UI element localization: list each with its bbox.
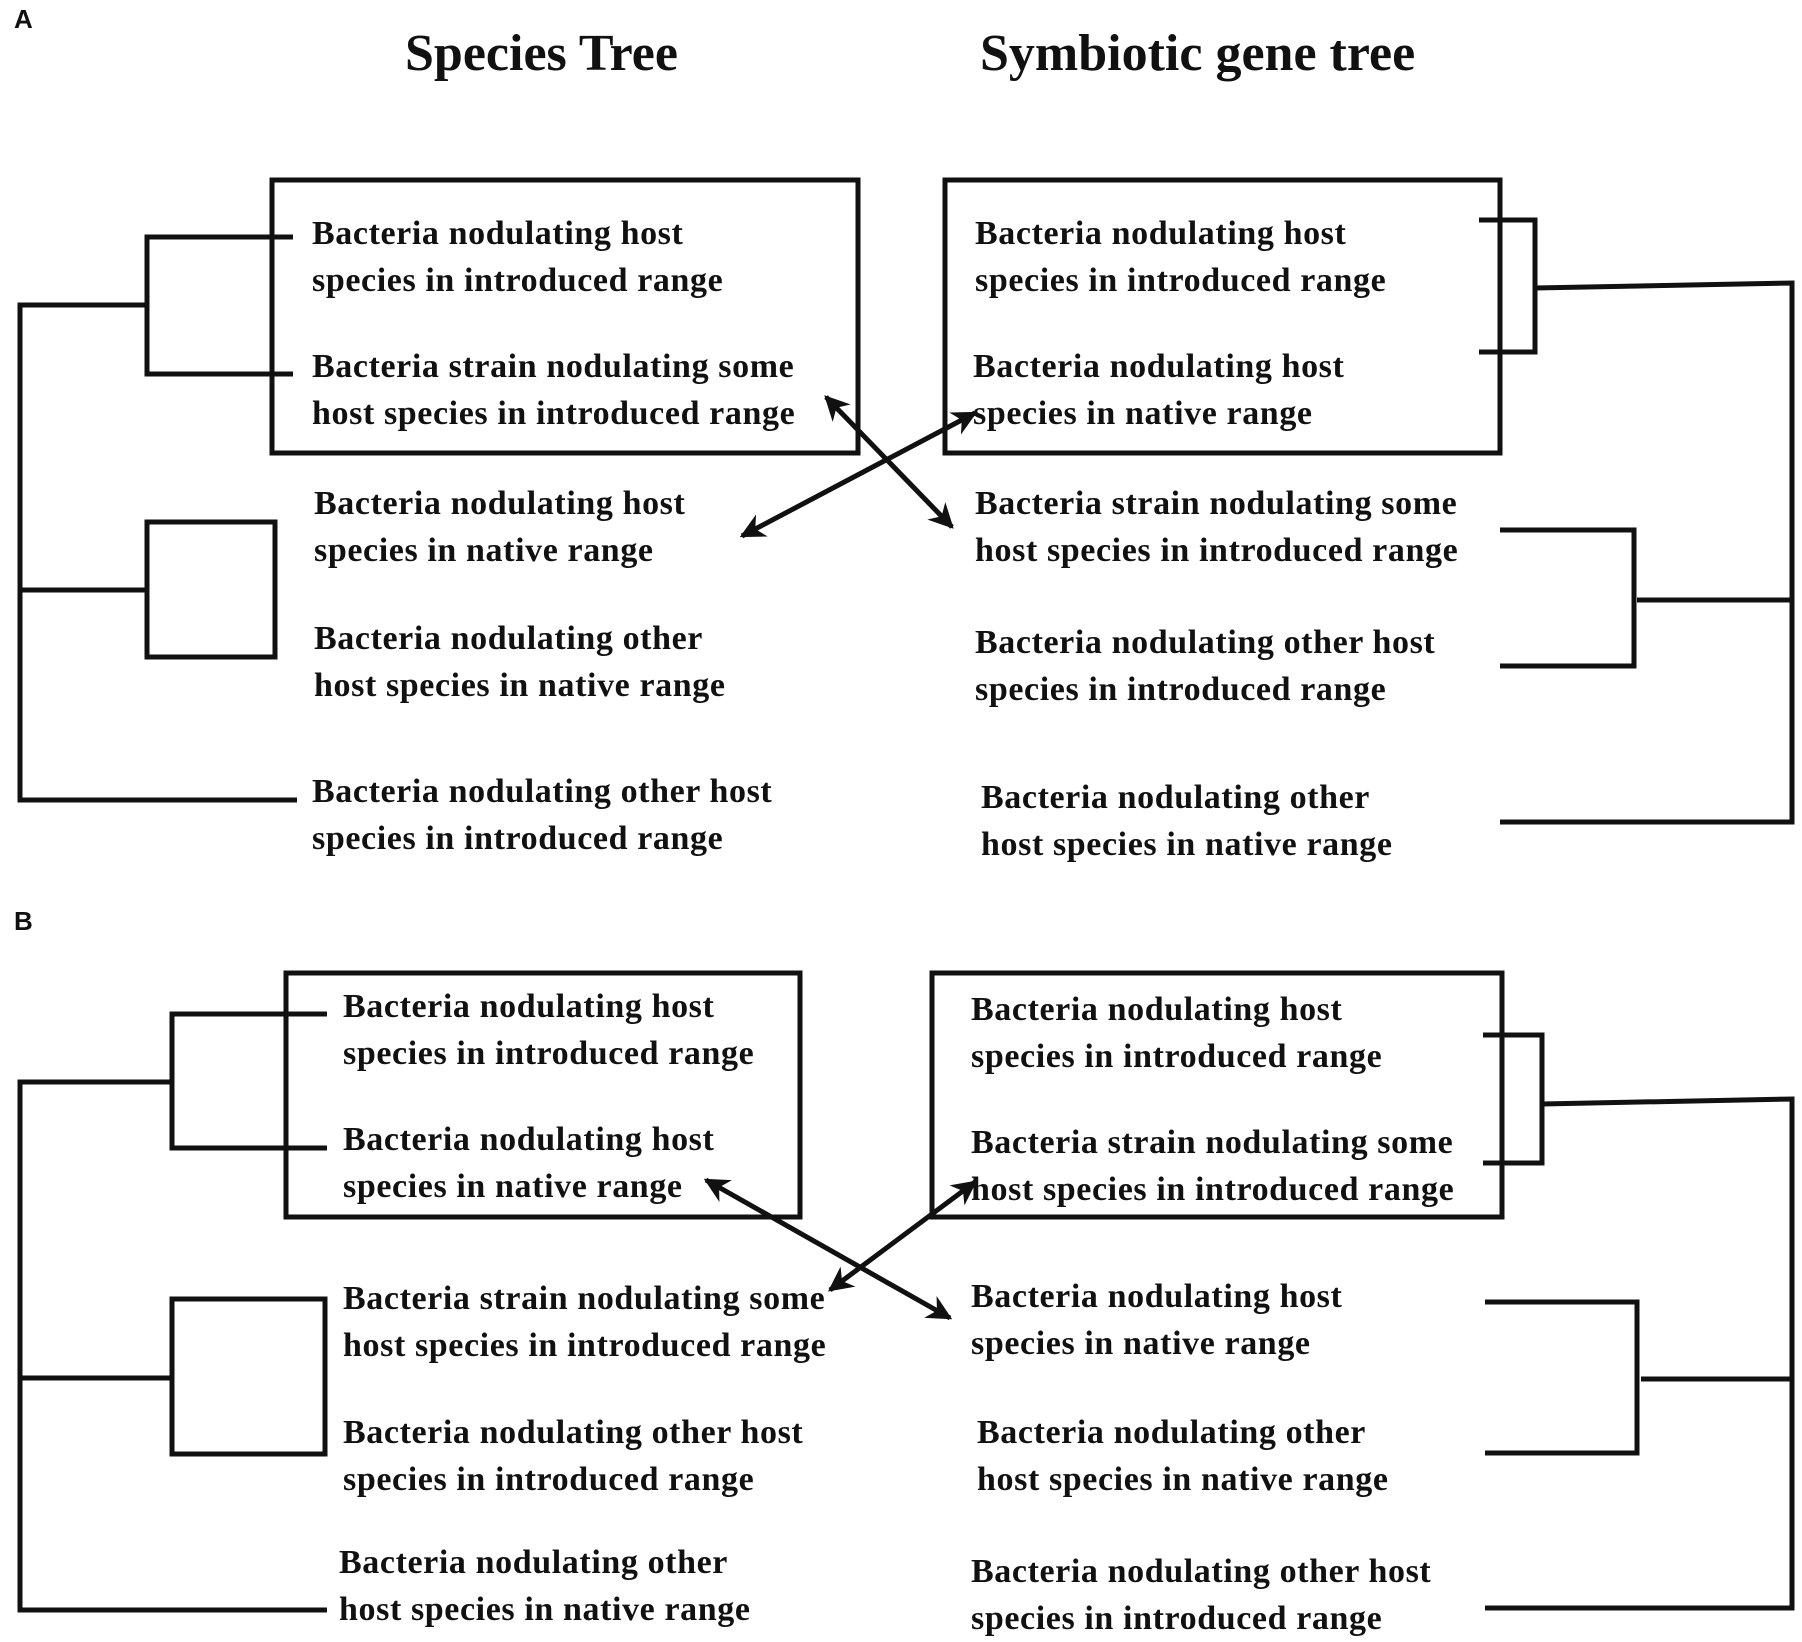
a-arrow-species-to-gene <box>824 395 954 529</box>
a-species-tree <box>17 234 297 803</box>
a-arrow-gene-to-species <box>739 410 978 539</box>
b-arrow-gene-to-species <box>827 1179 978 1293</box>
a-species-group-box <box>269 177 861 456</box>
b-species-group-box <box>283 970 803 1220</box>
b-species-tree <box>17 1011 328 1613</box>
gene-tree-title: Symbiotic gene tree <box>980 25 1416 82</box>
b-gene-tree <box>1483 1032 1795 1611</box>
a-gene-group-box <box>942 177 1503 456</box>
a-gene-tree <box>1479 217 1795 825</box>
b-gene-group-box <box>929 970 1505 1220</box>
panel-label-b: B <box>14 906 33 936</box>
species-tree-title: Species Tree <box>405 25 678 82</box>
panel-label-a: A <box>14 4 33 34</box>
